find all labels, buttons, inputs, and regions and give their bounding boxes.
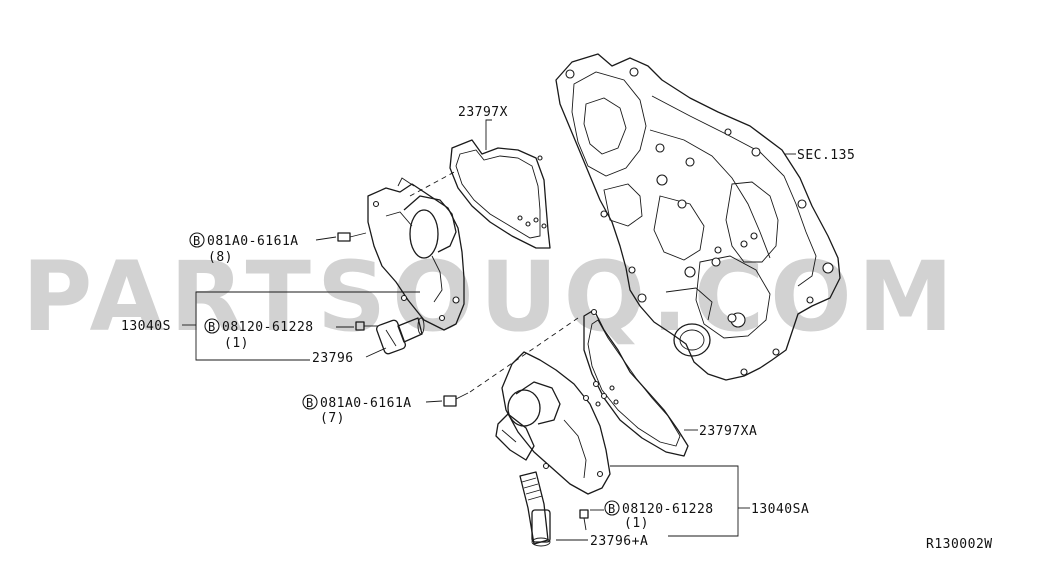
assy-upper-bracket	[195, 291, 420, 361]
badge-b-lower	[302, 394, 318, 410]
assy-upper-label[interactable]: 13040S	[121, 319, 171, 334]
bolt-mid-label[interactable]: 08120-61228	[222, 320, 314, 335]
assy-lower-bracket	[610, 465, 739, 537]
badge-b-mid-text: B	[208, 320, 215, 334]
badge-b-upper-text: B	[193, 234, 200, 248]
badge-b-low2	[604, 500, 620, 516]
cover-assy-upper[interactable]	[367, 177, 465, 331]
gasket-lower[interactable]	[583, 308, 689, 457]
badge-b-lower-text: B	[306, 396, 313, 410]
solenoid-upper-leader	[365, 347, 387, 358]
solenoid-upper-label[interactable]: 23796	[312, 351, 354, 366]
dash-lower	[469, 317, 579, 393]
gasket-upper[interactable]	[449, 139, 551, 249]
bolt-upper-label[interactable]: 081A0-6161A	[207, 234, 299, 249]
bolt-lower-icon	[443, 392, 469, 407]
bolt-low2-label[interactable]: 08120-61228	[622, 502, 714, 517]
gasket-upper-leader	[485, 119, 492, 150]
bolt-upper-qty: (8)	[208, 250, 233, 265]
bolt-lower-leader	[425, 400, 443, 403]
diagram-code: R130002W	[926, 537, 993, 552]
badge-b-mid	[204, 318, 220, 334]
solenoid-lower-label[interactable]: 23796+A	[590, 534, 648, 549]
bolt-upper-icon	[337, 232, 367, 242]
bolt-mid-icon	[355, 321, 378, 331]
badge-b-low2-text: B	[608, 502, 615, 516]
dash-upper	[409, 169, 459, 197]
bolt-mid-qty: (1)	[224, 336, 249, 351]
cover-assy-lower[interactable]	[495, 351, 611, 495]
sec-label[interactable]: SEC.135	[797, 148, 855, 163]
badge-b-upper	[189, 232, 205, 248]
bolt-lower-qty: (7)	[320, 411, 345, 426]
solenoid-lower[interactable]	[519, 471, 551, 547]
solenoid-upper[interactable]	[376, 317, 425, 355]
bolt-upper-leader	[315, 236, 337, 241]
gasket-upper-label[interactable]: 23797X	[458, 105, 508, 120]
bolt-low2-icon	[579, 509, 589, 531]
watermark: PARTSOUQ.COM	[22, 241, 959, 353]
bolt-lower-label[interactable]: 081A0-6161A	[320, 396, 412, 411]
assy-lower-label[interactable]: 13040SA	[751, 502, 809, 517]
gasket-lower-label[interactable]: 23797XA	[699, 424, 757, 439]
timing-chain-case[interactable]	[555, 53, 841, 381]
bolt-low2-qty: (1)	[624, 516, 649, 531]
